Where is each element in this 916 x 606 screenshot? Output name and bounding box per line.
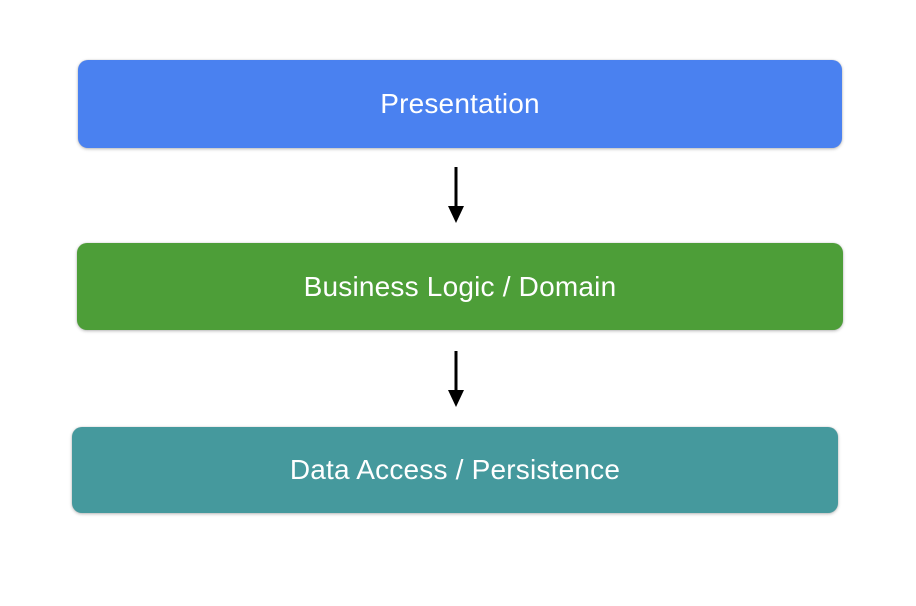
- layer-label-data-access: Data Access / Persistence: [289, 454, 621, 485]
- layer-box-business-logic: Business Logic / Domain: [77, 243, 843, 330]
- layer-box-data-access: Data Access / Persistence: [72, 427, 838, 513]
- down-arrow-icon: [448, 167, 464, 223]
- down-arrow-icon: [448, 351, 464, 407]
- layer-box-presentation: Presentation: [78, 60, 842, 148]
- layer-label-presentation: Presentation: [380, 88, 540, 119]
- layer-label-business-logic: Business Logic / Domain: [303, 270, 617, 302]
